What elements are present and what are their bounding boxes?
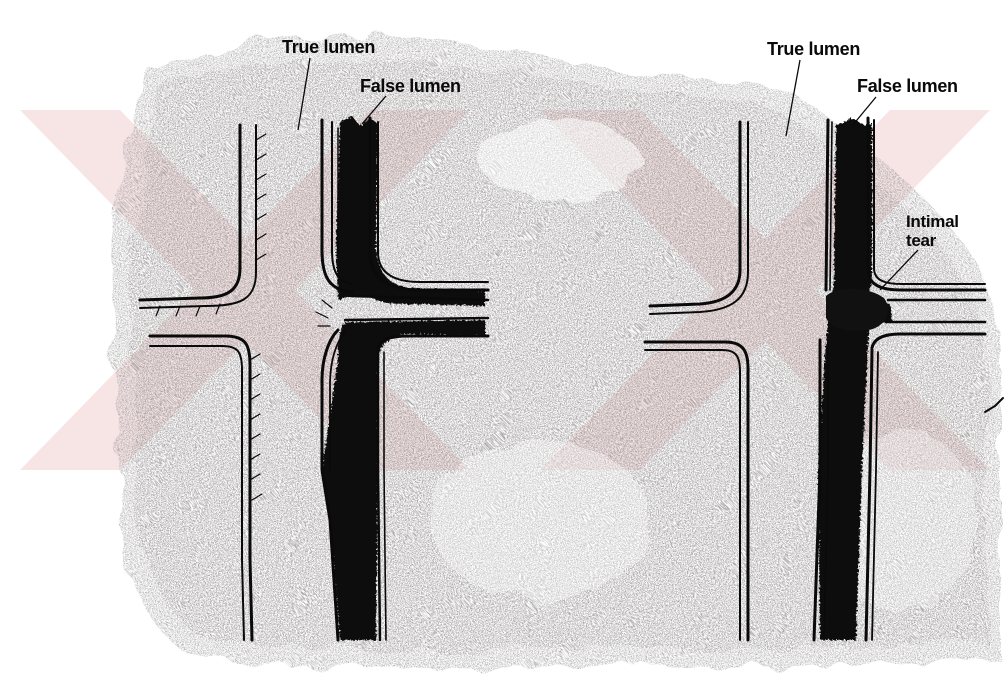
label-true-lumen-right: True lumen — [767, 40, 860, 59]
label-intimal-tear: Intimal tear — [906, 212, 959, 250]
leader-false-right — [852, 97, 876, 126]
label-false-lumen-right: False lumen — [857, 77, 958, 96]
label-true-lumen-left: True lumen — [282, 38, 375, 57]
label-false-lumen-left: False lumen — [360, 77, 461, 96]
